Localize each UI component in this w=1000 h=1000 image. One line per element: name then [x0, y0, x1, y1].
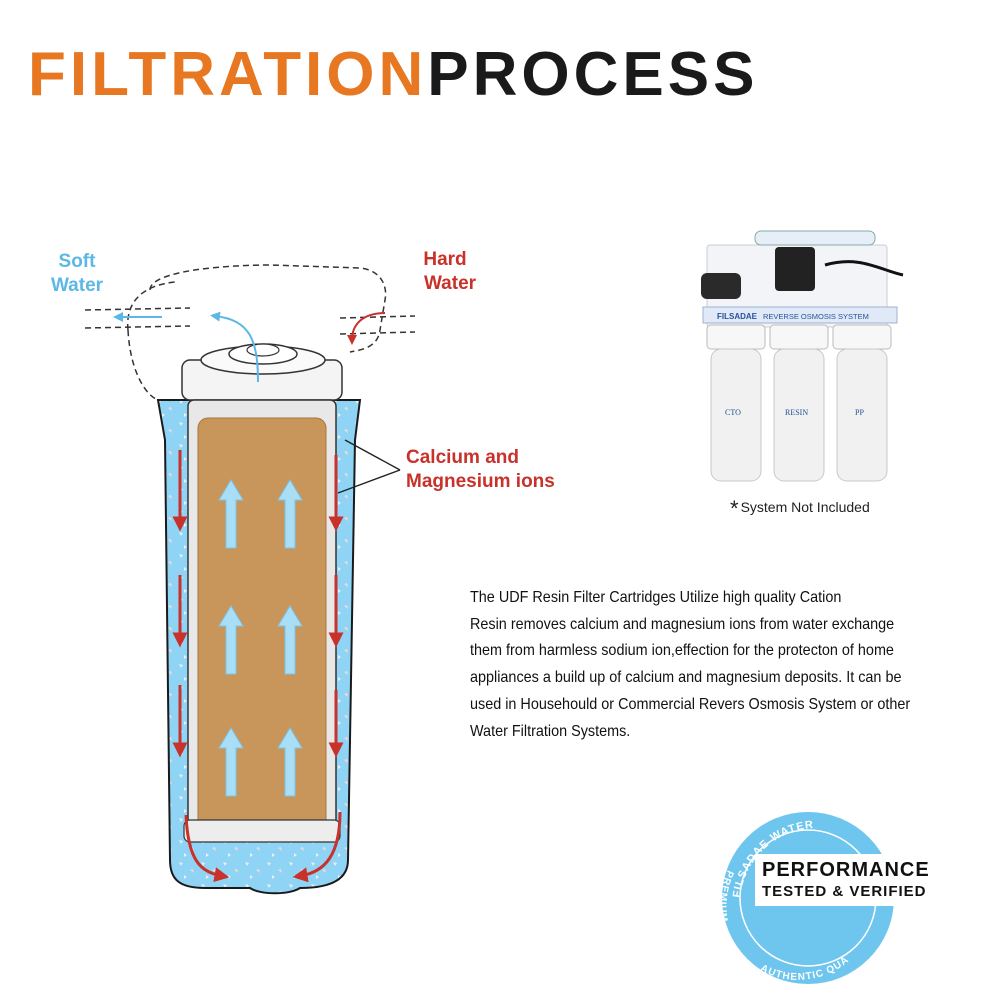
system-not-included-note: *System Not Included — [730, 496, 870, 522]
cartridge-bottom-cap — [183, 819, 341, 843]
title-filtration: FILTRATION — [28, 40, 428, 109]
hard-water-label-line2: Water — [423, 273, 477, 294]
ions-label-line1: Calcium and — [406, 447, 519, 468]
housing-label-pp: PP — [855, 408, 864, 417]
description-line: appliances a build up of calcium and mag… — [470, 669, 902, 687]
booster-pump — [775, 247, 815, 291]
membrane-housing — [754, 230, 876, 246]
soft-water-up-arrows — [218, 479, 303, 797]
ro-system-photo: FILSADAE REVERSE OSMOSIS SYSTEM CTO RESI… — [701, 230, 904, 482]
hard-water-label-line1: Hard — [423, 249, 467, 270]
description-line: Resin removes calcium and magnesium ions… — [470, 615, 895, 633]
description-line: Water Filtration Systems. — [470, 722, 631, 740]
badge-line2: TESTED & VERIFIED — [762, 883, 927, 900]
description-line: used in Househould or Commercial Revers … — [470, 695, 911, 713]
badge-line1: PERFORMANCE — [762, 859, 930, 881]
filter-housing-1: CTO — [706, 324, 766, 482]
hard-water-inlet-arrow — [347, 312, 386, 345]
banner-brand: FILSADAE — [717, 312, 758, 321]
housing-label-cto: CTO — [725, 408, 741, 417]
title-process: PROCESS — [427, 40, 759, 109]
description-line: them from harmless sodium ion,effection … — [470, 642, 894, 660]
description-line: The UDF Resin Filter Cartridges Utilize … — [470, 589, 842, 606]
soft-water-label: Soft Water — [42, 250, 112, 298]
system-banner — [702, 306, 898, 324]
ions-label-line2: Magnesium ions — [406, 471, 555, 492]
product-description: The UDF Resin Filter Cartridges Utilize … — [470, 585, 990, 745]
resin-bed — [197, 417, 327, 835]
ions-pointer-lines — [337, 439, 401, 494]
hard-water-down-arrows — [172, 450, 344, 883]
soft-water-label-line2: Water — [50, 275, 104, 296]
power-cable — [824, 260, 904, 277]
filter-housing-2: RESIN — [769, 324, 829, 482]
cartridge-cap — [181, 343, 343, 401]
hard-water-label: Hard Water — [410, 248, 490, 296]
note-text: System Not Included — [740, 499, 870, 515]
banner-text: REVERSE OSMOSIS SYSTEM — [763, 312, 869, 321]
soft-water-label-line1: Soft — [58, 251, 96, 272]
page-title: FILTRATIONPROCESS — [28, 40, 759, 110]
housing-label-resin: RESIN — [785, 408, 808, 417]
soft-water-up-flow-arrow — [210, 311, 259, 383]
ions-label: Calcium and Magnesium ions — [406, 446, 555, 494]
performance-badge: FILSADAE WATER PREMIUM AUTHENTIC QUALITY… — [700, 810, 970, 984]
asterisk: * — [730, 496, 739, 521]
solenoid-valve — [701, 273, 741, 299]
filter-housing-3: PP — [832, 324, 892, 482]
badge-ribbon — [755, 854, 970, 906]
